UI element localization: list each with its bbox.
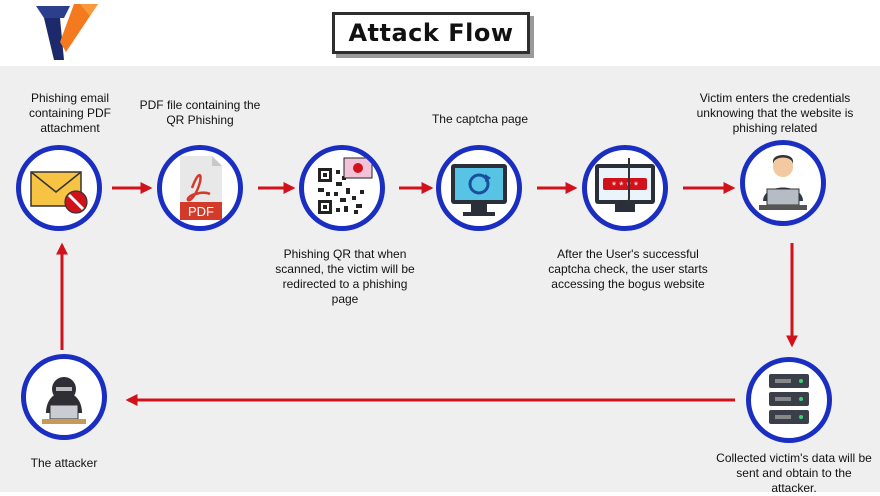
phishing-hook-monitor-icon: * * * * (595, 158, 655, 212)
qr-node (299, 145, 385, 231)
flow-canvas (0, 66, 880, 492)
header: Attack Flow (0, 0, 880, 66)
attacker-node (21, 354, 107, 440)
pdf-label: PDF file containing the QR Phishing (139, 98, 261, 127)
captcha-monitor-icon (451, 164, 507, 216)
hacker-laptop-icon (42, 377, 86, 424)
pdf-icon-text: PDF (188, 204, 214, 219)
victim-laptop-icon (759, 155, 807, 210)
bogus-label: After the User's successful captcha chec… (548, 247, 708, 291)
victim-label: Victim enters the credentials unknowing … (696, 91, 854, 135)
captcha-label: The captcha page (431, 112, 529, 126)
qr-label: Phishing QR that when scanned, the victi… (275, 247, 415, 306)
bogus-password-stars: * * * * (612, 180, 639, 192)
page-title: Attack Flow (348, 19, 514, 47)
pdf-file-icon: PDF (180, 156, 222, 220)
server-node (746, 357, 832, 443)
attacker-label: The attacker (30, 456, 98, 470)
email-node (16, 145, 102, 231)
envelope-icon (30, 171, 88, 214)
server-rack-icon (769, 374, 809, 424)
logo-icon (36, 4, 98, 60)
victim-node (740, 140, 826, 226)
bogus-website-node: * * * * (582, 145, 668, 231)
pdf-node: PDF (157, 145, 243, 231)
qr-code-icon (318, 157, 373, 214)
email-label: Phishing email containing PDF attachment (28, 91, 112, 135)
title-box: Attack Flow (332, 12, 530, 54)
server-label: Collected victim's data will be sent and… (716, 451, 872, 495)
captcha-node (436, 145, 522, 231)
